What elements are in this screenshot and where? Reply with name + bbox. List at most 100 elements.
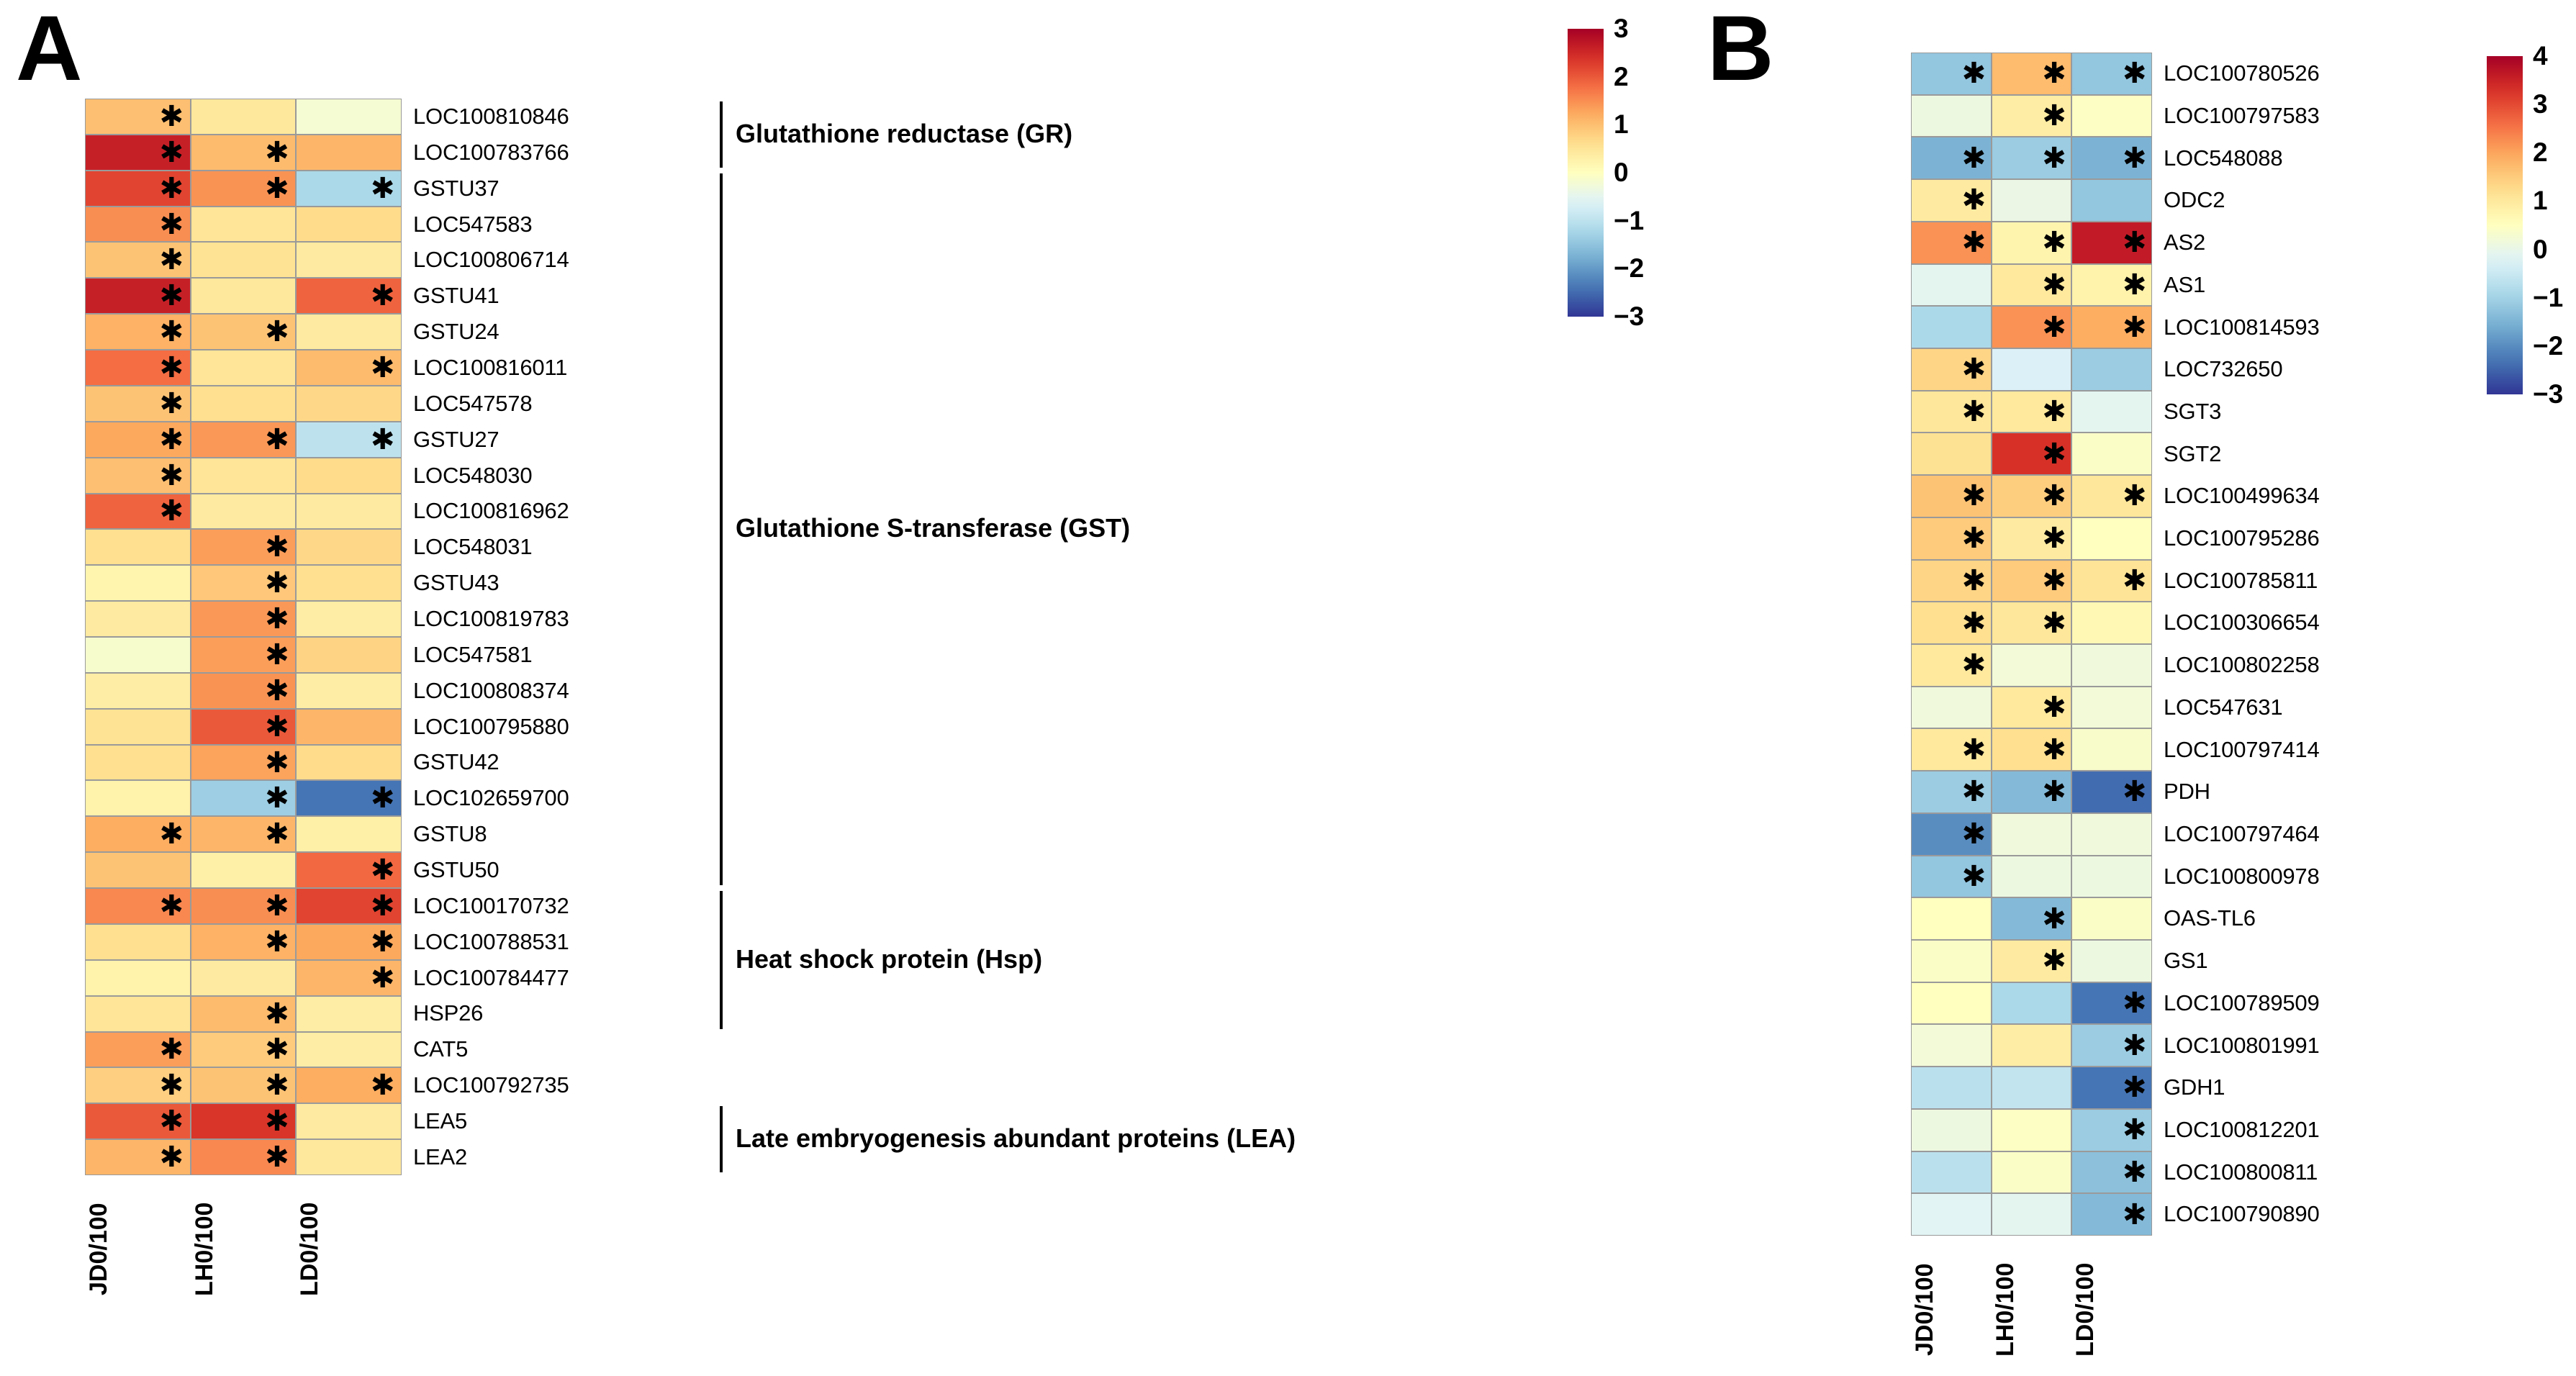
row-label: LOC100800978 xyxy=(2164,863,2320,889)
heatmap-cell: ✱ xyxy=(85,816,191,853)
row-label: LOC548088 xyxy=(2164,145,2283,171)
row-label: LOC100816011 xyxy=(413,354,568,380)
heatmap-cell xyxy=(1911,306,1992,348)
heatmap-cell xyxy=(1911,1024,1992,1067)
row-label: GSTU37 xyxy=(413,175,500,201)
row-label: LOC100170732 xyxy=(413,892,569,918)
heatmap-cell: ✱ xyxy=(296,780,402,817)
heatmap-cell: ✱ xyxy=(1991,306,2072,348)
heatmap-cell: ✱ xyxy=(190,744,297,781)
column-label: LH0/100 xyxy=(1991,1262,2019,1357)
row-label: GSTU27 xyxy=(413,426,500,452)
row-label: OAS-TL6 xyxy=(2164,905,2256,931)
row-label: LOC100795286 xyxy=(2164,525,2320,551)
annotation-label: Heat shock protein (Hsp) xyxy=(736,943,1043,974)
heatmap-cell: ✱ xyxy=(296,959,402,996)
heatmap-cell: ✱ xyxy=(2071,263,2152,307)
heatmap-cell xyxy=(296,708,402,745)
heatmap-cell: ✱ xyxy=(2071,982,2152,1025)
row-label: LOC102659700 xyxy=(413,785,569,811)
row-label: LOC547581 xyxy=(413,641,533,667)
heatmap-cell: ✱ xyxy=(190,780,297,817)
heatmap-cell: ✱ xyxy=(2071,1024,2152,1067)
heatmap-cell: ✱ xyxy=(1911,559,1992,602)
heatmap-cell: ✱ xyxy=(1911,53,1992,95)
heatmap-cell xyxy=(296,565,402,602)
row-label: LOC100795880 xyxy=(413,713,569,739)
heatmap-cell xyxy=(296,99,402,135)
heatmap-cell: ✱ xyxy=(190,601,297,637)
heatmap-cell xyxy=(1991,813,2072,856)
row-label: LOC100499634 xyxy=(2164,483,2320,509)
row-label: AS2 xyxy=(2164,230,2205,255)
heatmap-cell xyxy=(1911,1193,1992,1236)
row-label: LOC547631 xyxy=(2164,694,2283,720)
heatmap-cell xyxy=(1911,686,1992,729)
heatmap-cell xyxy=(1911,263,1992,307)
heatmap-cell xyxy=(85,744,191,781)
heatmap-cell: ✱ xyxy=(2071,53,2152,95)
row-label: SGT3 xyxy=(2164,398,2222,424)
heatmap-cell xyxy=(190,493,297,530)
heatmap-cell xyxy=(1991,1193,2072,1236)
heatmap-cell: ✱ xyxy=(190,995,297,1032)
row-label: SGT2 xyxy=(2164,440,2222,466)
heatmap-cell xyxy=(296,457,402,494)
heatmap-cell: ✱ xyxy=(1991,263,2072,307)
heatmap-cell xyxy=(1991,179,2072,222)
heatmap-cell: ✱ xyxy=(1991,686,2072,729)
colorbar-gradient-panel-b xyxy=(2487,56,2523,394)
heatmap-cell xyxy=(2071,813,2152,856)
colorbar-tick-label: 1 xyxy=(2533,186,2548,216)
row-label: GSTU24 xyxy=(413,319,500,345)
row-label: LOC548031 xyxy=(413,534,533,560)
heatmap-cell xyxy=(1911,897,1992,940)
heatmap-cell: ✱ xyxy=(2071,771,2152,813)
heatmap-cell xyxy=(1991,855,2072,898)
colorbar-tick-label: 3 xyxy=(1614,14,1629,43)
row-label: LOC100808374 xyxy=(413,677,569,703)
heatmap-grid-panel-b: ✱✱✱✱✱✱✱✱✱✱✱✱✱✱✱✱✱✱✱✱✱✱✱✱✱✱✱✱✱✱✱✱✱✱✱✱✱✱✱✱… xyxy=(1911,53,2152,1236)
heatmap-cell xyxy=(2071,390,2152,433)
heatmap-cell: ✱ xyxy=(1991,475,2072,517)
heatmap-cell xyxy=(296,206,402,243)
heatmap-cell xyxy=(296,816,402,853)
heatmap-cell: ✱ xyxy=(1911,221,1992,264)
heatmap-cell xyxy=(1991,982,2072,1025)
row-label: LEA2 xyxy=(413,1144,468,1169)
heatmap-cell xyxy=(1991,1151,2072,1194)
heatmap-cell xyxy=(85,995,191,1032)
row-label: LOC100788531 xyxy=(413,928,569,954)
heatmap-cell xyxy=(1991,1108,2072,1151)
heatmap-cell xyxy=(2071,897,2152,940)
heatmap-cell: ✱ xyxy=(1911,813,1992,856)
annotation-bracket xyxy=(720,1106,723,1172)
heatmap-cell: ✱ xyxy=(1991,728,2072,771)
heatmap-cell: ✱ xyxy=(296,278,402,314)
heatmap-cell xyxy=(296,1139,402,1175)
row-label: HSP26 xyxy=(413,1000,484,1026)
heatmap-cell: ✱ xyxy=(1911,517,1992,560)
colorbar-tick-label: −3 xyxy=(1614,302,1645,331)
panel-b-letter: B xyxy=(1707,0,1774,100)
heatmap-cell: ✱ xyxy=(1991,897,2072,940)
heatmap-cell xyxy=(2071,940,2152,982)
heatmap-cell: ✱ xyxy=(85,457,191,494)
heatmap-cell xyxy=(1911,433,1992,476)
row-label: LOC100810846 xyxy=(413,103,569,129)
heatmap-cell xyxy=(2071,855,2152,898)
heatmap-cell: ✱ xyxy=(2071,559,2152,602)
heatmap-cell: ✱ xyxy=(190,1067,297,1104)
heatmap-cell xyxy=(296,529,402,566)
heatmap-cell: ✱ xyxy=(296,170,402,207)
heatmap-cell: ✱ xyxy=(85,99,191,135)
row-label: AS1 xyxy=(2164,271,2205,297)
heatmap-cell: ✱ xyxy=(1991,221,2072,264)
heatmap-cell: ✱ xyxy=(190,529,297,566)
heatmap-cell xyxy=(1991,1024,2072,1067)
heatmap-cell: ✱ xyxy=(85,493,191,530)
heatmap-cell: ✱ xyxy=(190,636,297,673)
